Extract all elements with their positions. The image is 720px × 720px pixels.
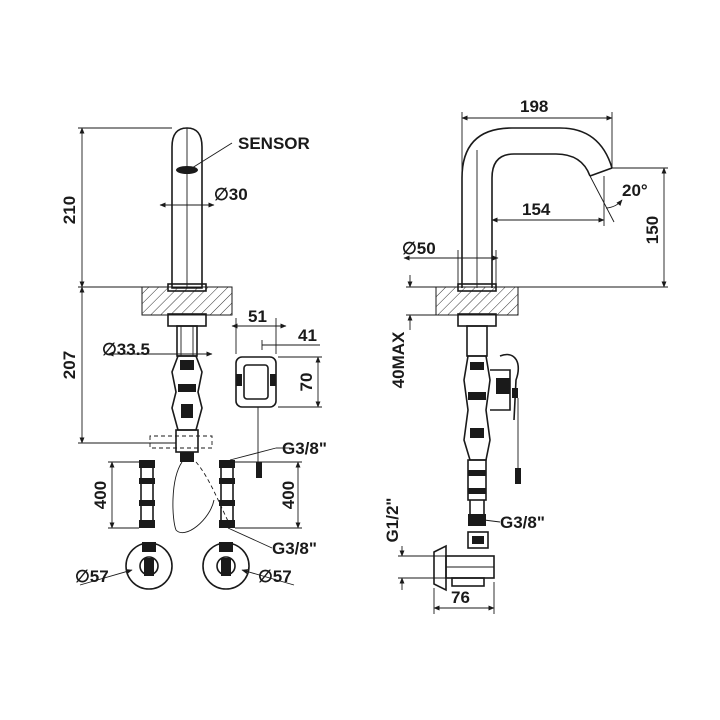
dim-210: 210 [60,196,79,224]
valve-right [202,542,250,590]
spout-column [171,127,203,289]
side-lower-body [463,325,521,526]
dim-400-left: 400 [91,481,110,509]
label-side-thread: G3/8" [500,513,545,532]
label-thread-top: G3/8" [282,439,327,458]
dim-diameter-33-5: ∅33.5 [102,340,150,359]
front-view: 210 207 SENSOR ∅30 ∅33.5 51 41 70 G3/8" [60,127,327,590]
label-inlet-thread: G1/2" [383,498,402,543]
dim-40max: 40MAX [389,331,408,388]
lower-body [171,325,203,462]
side-valve [433,531,495,592]
dim-41: 41 [298,326,317,345]
dim-154: 154 [522,200,551,219]
dim-angle-20: 20° [622,181,648,200]
dim-150: 150 [643,216,662,244]
dim-198: 198 [520,97,548,116]
hose-left [139,460,155,528]
dim-diameter-50: ∅50 [402,239,436,258]
dim-diameter-57-right: ∅57 [258,567,292,586]
label-sensor: SENSOR [238,134,310,153]
dim-400-right: 400 [279,481,298,509]
curved-spout [461,127,613,288]
dim-76: 76 [451,588,470,607]
side-view: 198 154 20° 150 ∅50 40MAX G3/8" G1/2" [383,97,668,614]
dim-70: 70 [297,373,316,392]
dim-diameter-57-left: ∅57 [75,567,109,586]
label-thread-bottom: G3/8" [272,539,317,558]
dim-51: 51 [248,307,267,326]
dim-diameter-30: ∅30 [214,185,248,204]
control-box [235,356,277,478]
hose-right [219,460,235,528]
valve-left [125,542,173,590]
dim-207: 207 [60,351,79,379]
